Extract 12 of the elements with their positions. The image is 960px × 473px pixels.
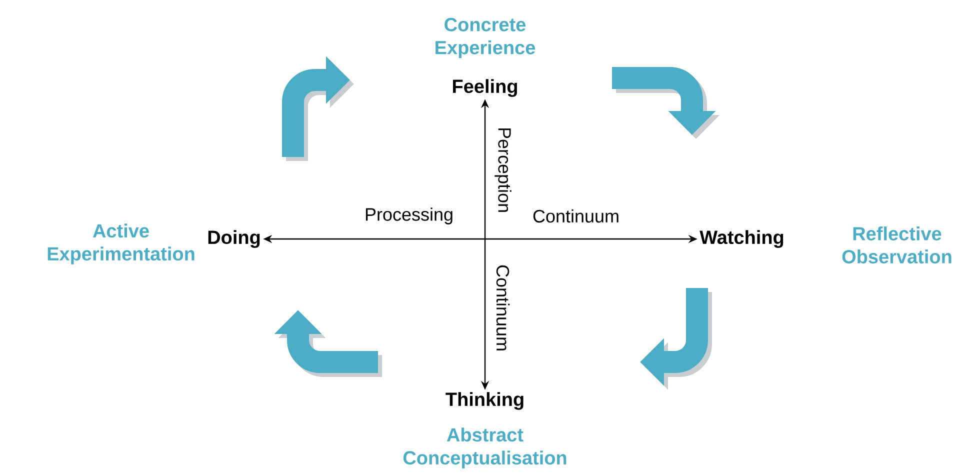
pole-label: Doing — [208, 230, 260, 248]
stage-label: Abstract Conceptualisation — [403, 428, 566, 468]
pole-label: Thinking — [446, 392, 524, 410]
axis-label: Continuum — [496, 265, 510, 350]
axis-label: Perception — [494, 128, 512, 212]
axis-label: Continuum — [533, 209, 618, 223]
stage-label: Reflective Observation — [842, 226, 952, 264]
pole-label: Watching — [700, 230, 784, 248]
stage-label: Concrete Experience — [436, 18, 536, 58]
pole-label: Feeling — [453, 79, 517, 97]
stage-label: Active Experimentation — [48, 224, 194, 264]
axis-label: Processing — [366, 208, 452, 224]
